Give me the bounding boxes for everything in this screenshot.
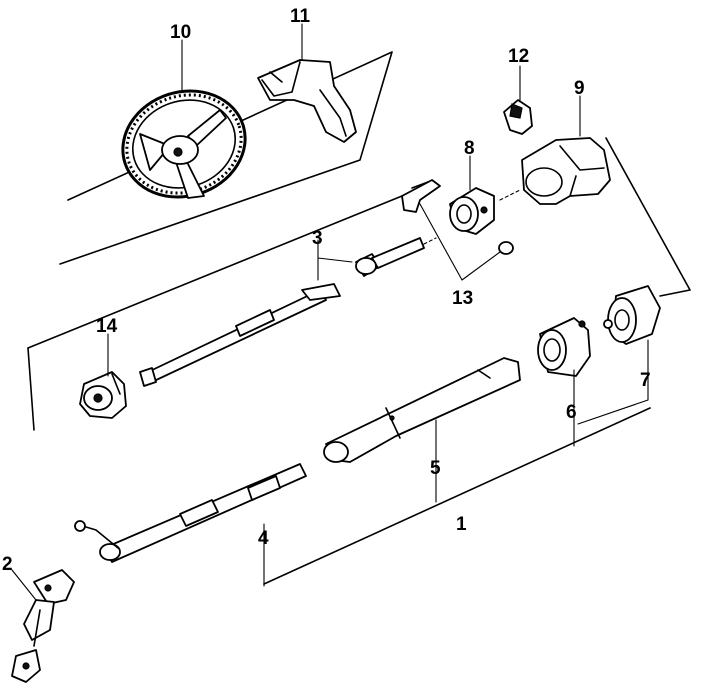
lock-cylinder [449, 187, 495, 235]
callout-1: 1 [456, 514, 467, 535]
bushing-6 [537, 317, 591, 377]
callout-8: 8 [464, 138, 475, 159]
callout-10: 10 [170, 22, 191, 43]
lock-plate-pointer [419, 203, 501, 281]
right-panel-outline [605, 137, 691, 297]
assembly-bracket [263, 407, 651, 585]
shaft-pointer [317, 239, 353, 281]
middle-panel-outline [27, 195, 403, 431]
callout-6: 6 [566, 402, 577, 423]
lock-plate [401, 179, 441, 213]
joint-pointer [11, 569, 37, 601]
callout-9: 9 [574, 78, 585, 99]
callout-4: 4 [258, 528, 269, 549]
callout-2: 2 [2, 554, 13, 575]
steering-wheel [121, 89, 247, 199]
callout-13: 13 [452, 288, 473, 309]
callout-3: 3 [312, 228, 323, 249]
callout-labels: 1 2 3 4 5 6 7 8 9 10 11 12 13 14 [2, 6, 651, 575]
shaft-dash [423, 237, 437, 245]
cylinder-dash [499, 189, 521, 201]
callout-12: 12 [508, 46, 529, 67]
callout-11: 11 [290, 6, 311, 27]
callout-14: 14 [96, 316, 118, 337]
callout-7: 7 [640, 370, 651, 391]
universal-joint [11, 569, 75, 683]
retainer-ring [498, 241, 514, 255]
column-tube [323, 357, 521, 463]
lower-shaft [74, 463, 307, 563]
steering-shaft [139, 237, 425, 387]
bearing-7-pointer [577, 339, 649, 425]
callout-5: 5 [430, 458, 441, 479]
bearing-7 [603, 285, 661, 345]
clip-12 [503, 99, 533, 135]
bearing-housing [79, 371, 127, 419]
column-cover [257, 59, 357, 143]
column-housing [521, 137, 611, 205]
